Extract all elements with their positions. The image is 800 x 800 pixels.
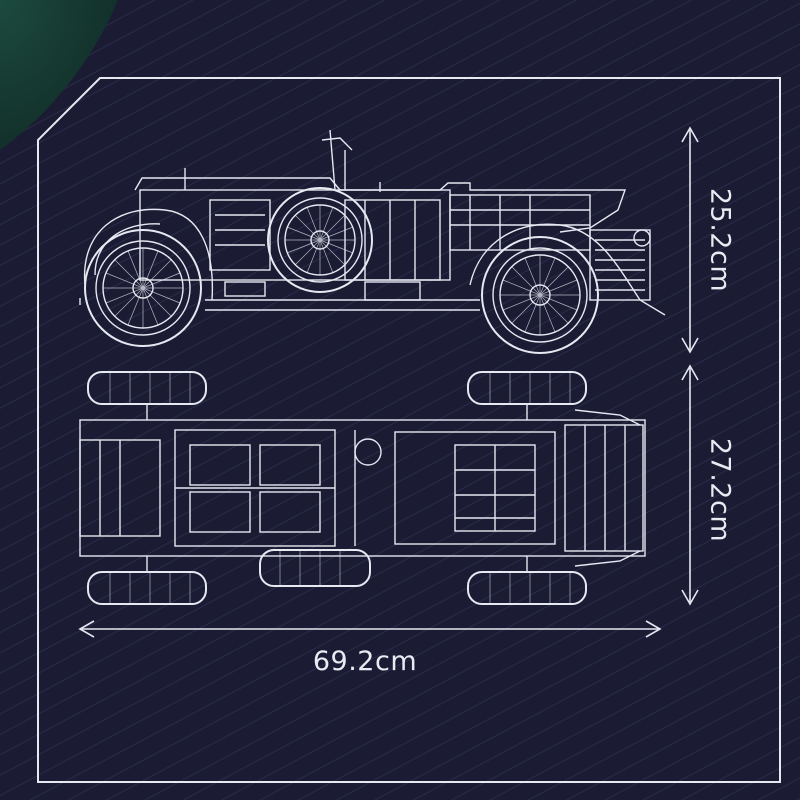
length-dimension-label: 69.2cm xyxy=(312,646,418,677)
dimension-arrows xyxy=(78,126,699,638)
width-dimension-text: 27.2cm xyxy=(704,437,736,543)
blueprint-frame xyxy=(37,77,781,783)
wheel-spokes xyxy=(103,205,580,335)
width-dimension-label: 27.2cm xyxy=(690,430,750,550)
height-dimension-text: 25.2cm xyxy=(704,187,736,293)
car-top-view xyxy=(79,371,646,605)
height-dimension-label: 25.2cm xyxy=(690,180,750,300)
corner-accent xyxy=(0,0,118,150)
car-side-view xyxy=(79,129,666,354)
